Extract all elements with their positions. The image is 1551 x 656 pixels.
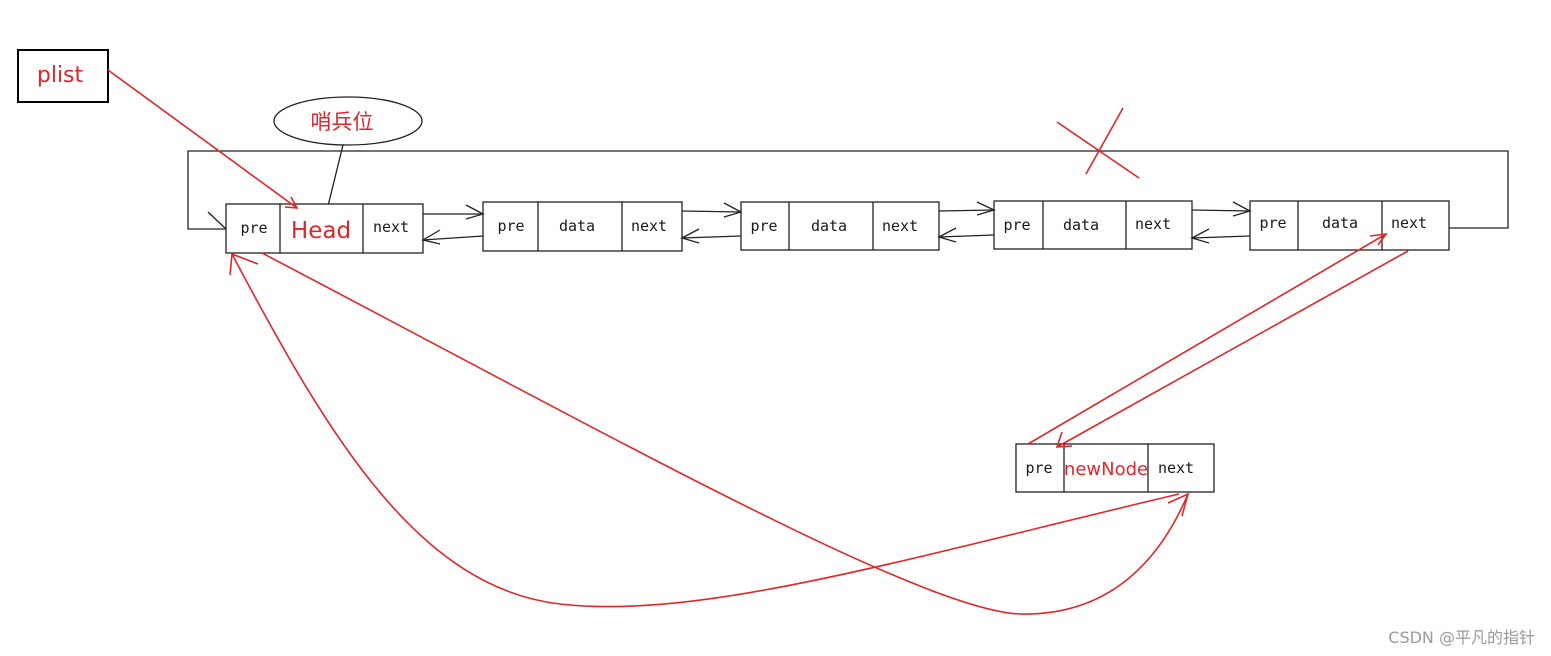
node-next-field: next	[1135, 215, 1171, 233]
node-next-field: next	[1158, 459, 1194, 477]
node-2: pre data next	[740, 201, 940, 251]
sentinel-label: 哨兵位	[311, 110, 374, 134]
node-data-field: data	[1322, 214, 1358, 232]
head-pre-to-newnode-arrow	[261, 252, 1189, 615]
node-4: pre data next	[1249, 200, 1450, 251]
node-data-field: data	[559, 217, 595, 235]
plist-label: plist	[37, 63, 84, 88]
plist-arrow	[107, 69, 298, 209]
node-pre-field: pre	[1259, 214, 1286, 232]
removed-link-cross	[1056, 107, 1140, 179]
node-next-field: next	[1391, 214, 1427, 232]
node-data-field: data	[811, 217, 847, 235]
sentinel-callout: 哨兵位	[273, 96, 423, 207]
node-pre-field: pre	[750, 217, 777, 235]
head-label: Head	[291, 218, 351, 244]
node-head: pre Head next	[225, 203, 424, 254]
node-pre-field: pre	[1025, 459, 1052, 477]
node-data-field: data	[1063, 216, 1099, 234]
tail-next-to-newnode-arrow	[1056, 250, 1409, 448]
plist-pointer-box: plist	[17, 49, 109, 103]
node-links	[187, 150, 1509, 245]
new-node: pre newNode next	[1015, 443, 1215, 493]
newnode-pre-to-tail-arrow	[1027, 233, 1387, 445]
node-pre-field: pre	[1003, 216, 1030, 234]
node-next-field: next	[631, 217, 667, 235]
watermark: CSDN @平凡的指针	[1388, 628, 1535, 647]
newnode-next-to-head-arrow	[231, 253, 1180, 608]
node-next-field: next	[373, 218, 409, 236]
node-1: pre data next	[482, 201, 683, 252]
node-next-field: next	[882, 217, 918, 235]
new-node-label: newNode	[1064, 459, 1148, 480]
node-pre-field: pre	[497, 217, 524, 235]
node-pre-field: pre	[240, 219, 267, 237]
insert-arrows	[107, 69, 1409, 615]
sentinel-connector	[327, 144, 344, 207]
node-3: pre data next	[993, 200, 1193, 250]
